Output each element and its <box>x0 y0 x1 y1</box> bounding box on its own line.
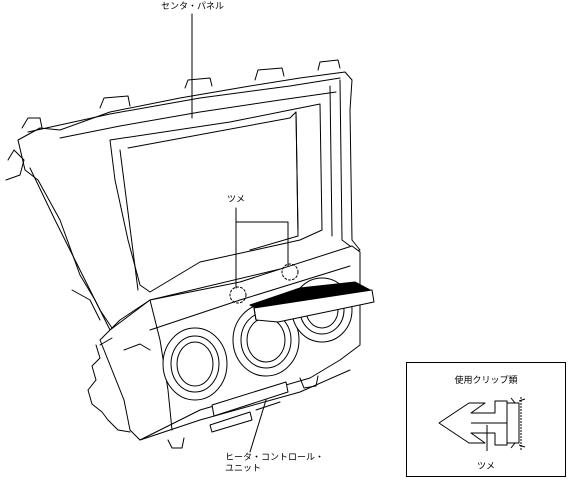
removal-tool <box>249 281 375 323</box>
claw-indicators <box>229 207 299 304</box>
heater-control-unit-label: ヒータ・コントロール・ ユニット <box>224 453 336 475</box>
clip-legend-box: 使用クリップ類 ツメ <box>406 362 566 477</box>
leader-lines <box>191 13 267 453</box>
claw-clip-icon <box>438 397 526 451</box>
display-opening <box>109 103 323 293</box>
legend-title: 使用クリップ類 <box>454 376 518 386</box>
legend-item-label: ツメ <box>476 462 495 472</box>
heater-label-line2: ユニット <box>225 464 262 474</box>
center-panel-label: センタ・パネル <box>160 2 226 13</box>
claw-label: ツメ <box>226 195 247 206</box>
heater-label-line1: ヒータ・コントロール・ <box>225 453 325 463</box>
